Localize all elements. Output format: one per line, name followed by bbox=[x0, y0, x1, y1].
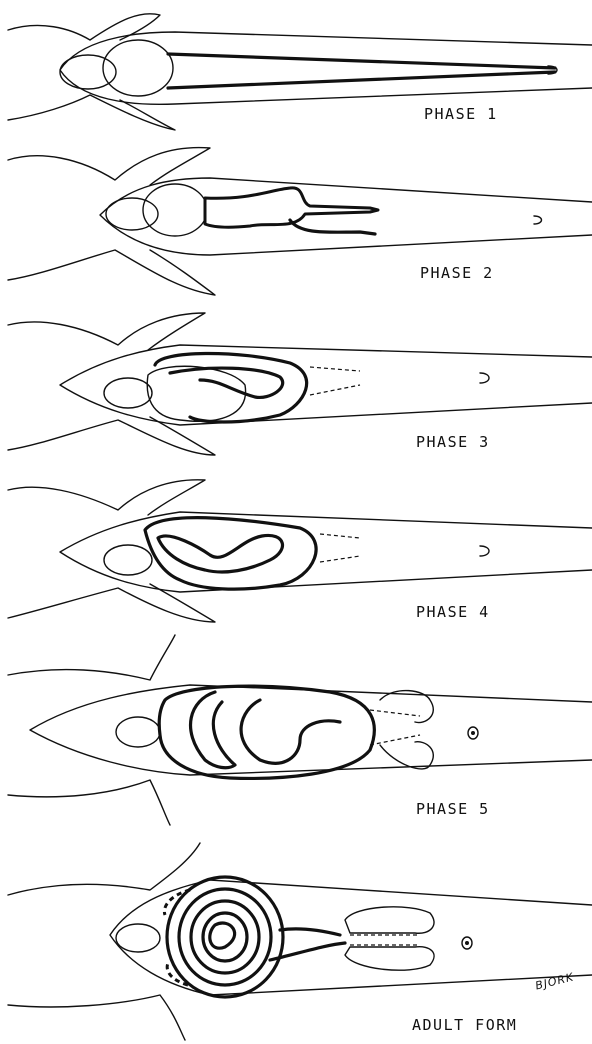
pectoral-fin-lower bbox=[8, 584, 215, 622]
anus-center bbox=[465, 941, 469, 945]
body-outline bbox=[100, 178, 592, 255]
anus-center bbox=[471, 731, 475, 735]
phase-3-drawing bbox=[0, 305, 592, 465]
panel-adult-form: BJORK ADULT FORM bbox=[0, 835, 592, 1044]
liver-lobe bbox=[106, 198, 158, 230]
phase-4-drawing bbox=[0, 470, 592, 630]
stomach bbox=[147, 366, 245, 421]
dashed-outline bbox=[350, 935, 420, 945]
body-outline bbox=[60, 345, 592, 425]
dashed-outline bbox=[310, 367, 360, 395]
liver-lobe bbox=[116, 717, 160, 747]
panel-phase-2: PHASE 2 bbox=[0, 140, 592, 300]
anus bbox=[480, 373, 489, 383]
panel-phase-1: PHASE 1 bbox=[0, 0, 592, 150]
intestine-segment bbox=[290, 220, 375, 234]
label-phase-5: PHASE 5 bbox=[416, 800, 490, 818]
liver-lobe bbox=[60, 55, 116, 89]
pectoral-fin-upper bbox=[8, 313, 205, 350]
label-phase-1: PHASE 1 bbox=[424, 105, 498, 123]
body-outline bbox=[60, 512, 592, 592]
fin-outlines bbox=[8, 635, 175, 825]
gonad-outlines bbox=[380, 691, 433, 769]
pectoral-fin-lower bbox=[8, 250, 215, 295]
spiral-core bbox=[210, 923, 235, 948]
label-phase-3: PHASE 3 bbox=[416, 433, 490, 451]
label-phase-2: PHASE 2 bbox=[420, 264, 494, 282]
spiral-ring bbox=[167, 877, 283, 997]
stomach bbox=[143, 184, 207, 236]
intestine-s-loop bbox=[158, 535, 282, 572]
anus bbox=[480, 546, 489, 556]
body-outline bbox=[30, 685, 592, 775]
phase-5-drawing bbox=[0, 630, 592, 830]
intestine-straight bbox=[168, 54, 555, 88]
label-phase-4: PHASE 4 bbox=[416, 603, 490, 621]
phase-2-drawing bbox=[0, 140, 592, 300]
liver-lobe bbox=[116, 924, 160, 952]
phase-1-drawing bbox=[0, 0, 592, 150]
intestine-coil-right bbox=[241, 700, 340, 763]
liver-lobe bbox=[104, 378, 152, 408]
pectoral-fin-upper bbox=[8, 480, 205, 515]
stomach bbox=[103, 40, 173, 96]
fin-outlines bbox=[8, 843, 200, 1040]
panel-phase-4: PHASE 4 bbox=[0, 470, 592, 630]
pectoral-fin-lower bbox=[8, 417, 215, 455]
gonad-upper bbox=[345, 907, 434, 933]
spiral-ring bbox=[179, 889, 271, 985]
pectoral-fin-lower bbox=[8, 95, 175, 130]
spiral-intestine bbox=[167, 877, 345, 997]
liver-lobe bbox=[104, 545, 152, 575]
label-adult-form: ADULT FORM bbox=[412, 1016, 517, 1034]
pectoral-fin-upper bbox=[8, 14, 160, 40]
body-outline bbox=[60, 32, 592, 104]
intestine-coil-left bbox=[191, 692, 235, 768]
intestine-exit bbox=[280, 929, 340, 935]
adult-form-drawing bbox=[0, 835, 592, 1044]
gonad-lower bbox=[345, 947, 434, 971]
panel-phase-3: PHASE 3 bbox=[0, 305, 592, 465]
anus bbox=[534, 216, 542, 224]
dashed-outline bbox=[320, 534, 360, 562]
dashed-outline bbox=[370, 710, 420, 745]
panel-phase-5: PHASE 5 bbox=[0, 630, 592, 830]
